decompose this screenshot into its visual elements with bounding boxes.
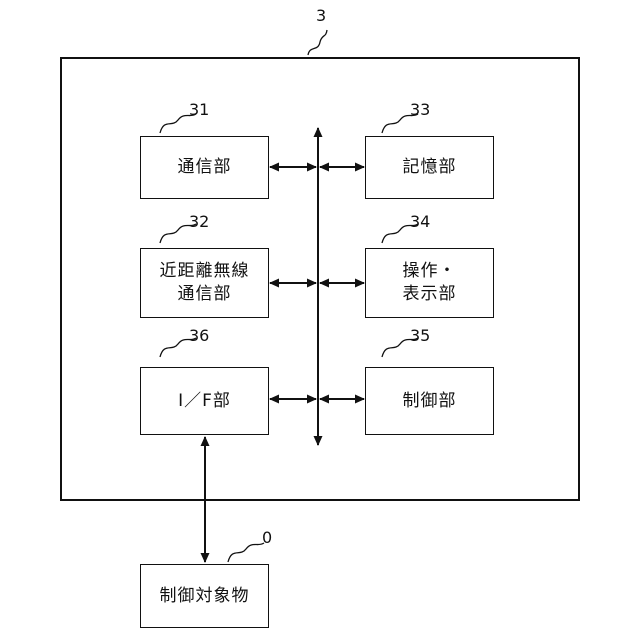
if-ref: 36 — [189, 326, 209, 345]
ops-label-line1: 操作・ — [403, 260, 457, 283]
comm-label: 通信部 — [178, 156, 232, 179]
if-block: I／F部 — [140, 367, 269, 435]
if-label: I／F部 — [178, 390, 231, 413]
device-frame — [60, 57, 580, 501]
leader-3 — [308, 30, 327, 55]
nfc-ref: 32 — [189, 212, 209, 231]
nfc-block: 近距離無線 通信部 — [140, 248, 269, 318]
ops-label-line2: 表示部 — [403, 283, 457, 306]
device-ref: 3 — [316, 6, 326, 25]
nfc-label-line1: 近距離無線 — [160, 260, 250, 283]
storage-block: 記憶部 — [365, 136, 494, 199]
ops-block: 操作・ 表示部 — [365, 248, 494, 318]
storage-label: 記憶部 — [403, 156, 457, 179]
control-ref: 35 — [410, 326, 430, 345]
target-ref: 0 — [262, 528, 272, 547]
storage-ref: 33 — [410, 100, 430, 119]
leader-0 — [228, 543, 264, 562]
target-block: 制御対象物 — [140, 564, 269, 628]
target-label: 制御対象物 — [160, 585, 250, 608]
comm-block: 通信部 — [140, 136, 269, 199]
nfc-label-line2: 通信部 — [178, 283, 232, 306]
control-label: 制御部 — [403, 390, 457, 413]
comm-ref: 31 — [189, 100, 209, 119]
control-block: 制御部 — [365, 367, 494, 435]
ops-ref: 34 — [410, 212, 430, 231]
